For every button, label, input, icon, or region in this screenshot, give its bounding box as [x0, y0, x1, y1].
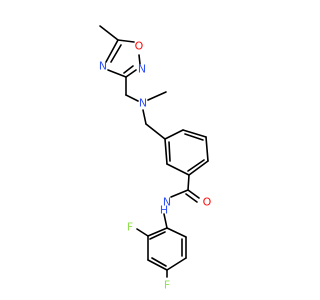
bond-benz-2-double	[184, 133, 204, 141]
bond-benz-3	[205, 136, 209, 162]
bond-aryl-1	[147, 227, 168, 237]
bond-aryl-4	[166, 257, 187, 271]
background	[0, 0, 300, 300]
bond-carbonyl-o	[187, 189, 200, 199]
bond-benz-6	[164, 138, 168, 165]
atom-f-ortho: F	[127, 221, 133, 234]
bond-carbonyl-nh	[170, 189, 189, 198]
atom-n-amine: N	[139, 97, 147, 110]
bond-aryl-6	[166, 227, 187, 238]
atom-n-amide: N	[163, 196, 171, 209]
bond-benz-1	[164, 129, 184, 140]
bond-namine-ch2	[142, 109, 147, 125]
bond-o1-n2	[138, 54, 141, 65]
bond-aryl-3-double	[151, 257, 167, 267]
bond-c5-o1	[117, 39, 135, 43]
bond-namine-methyl	[147, 91, 167, 101]
bond-benz-2	[182, 129, 207, 138]
bond-carbonyl-o-double	[185, 193, 198, 203]
bond-methyl-c5	[99, 25, 119, 41]
atom-n-oxadiazole-2: N	[138, 63, 146, 76]
bond-n2-c3	[125, 69, 137, 78]
bond-n4-c5-double	[110, 44, 122, 63]
bond-c-f-ortho	[136, 228, 149, 237]
bond-n4-c5	[105, 39, 119, 63]
bond-benz-4	[188, 160, 209, 176]
atom-labels: N O N N O N H F F	[99, 40, 212, 292]
bond-c3-n4	[107, 69, 127, 78]
atom-f-para: F	[164, 279, 170, 292]
bond-n2-c3-double	[123, 65, 134, 74]
bond-ch2-namine	[125, 94, 139, 102]
bond-ring-carbonyl	[187, 174, 190, 191]
bond-aryl-3	[147, 259, 168, 271]
atom-h-amide: H	[160, 204, 168, 217]
bond-aryl-1-double	[149, 231, 166, 240]
bond-nh-aryl	[163, 213, 168, 229]
atom-o-oxadiazole: O	[135, 40, 144, 53]
molecule-structure: N O N N O N H F F	[0, 0, 300, 300]
bond-benz-4-double	[187, 159, 205, 172]
bond-benz-5	[166, 163, 190, 176]
bond-ch2-ring	[145, 123, 166, 140]
atom-n-oxadiazole-1: N	[99, 60, 107, 73]
bond-benz-6-double	[168, 141, 171, 162]
bonds	[99, 25, 209, 278]
atom-o-amide: O	[203, 196, 212, 209]
